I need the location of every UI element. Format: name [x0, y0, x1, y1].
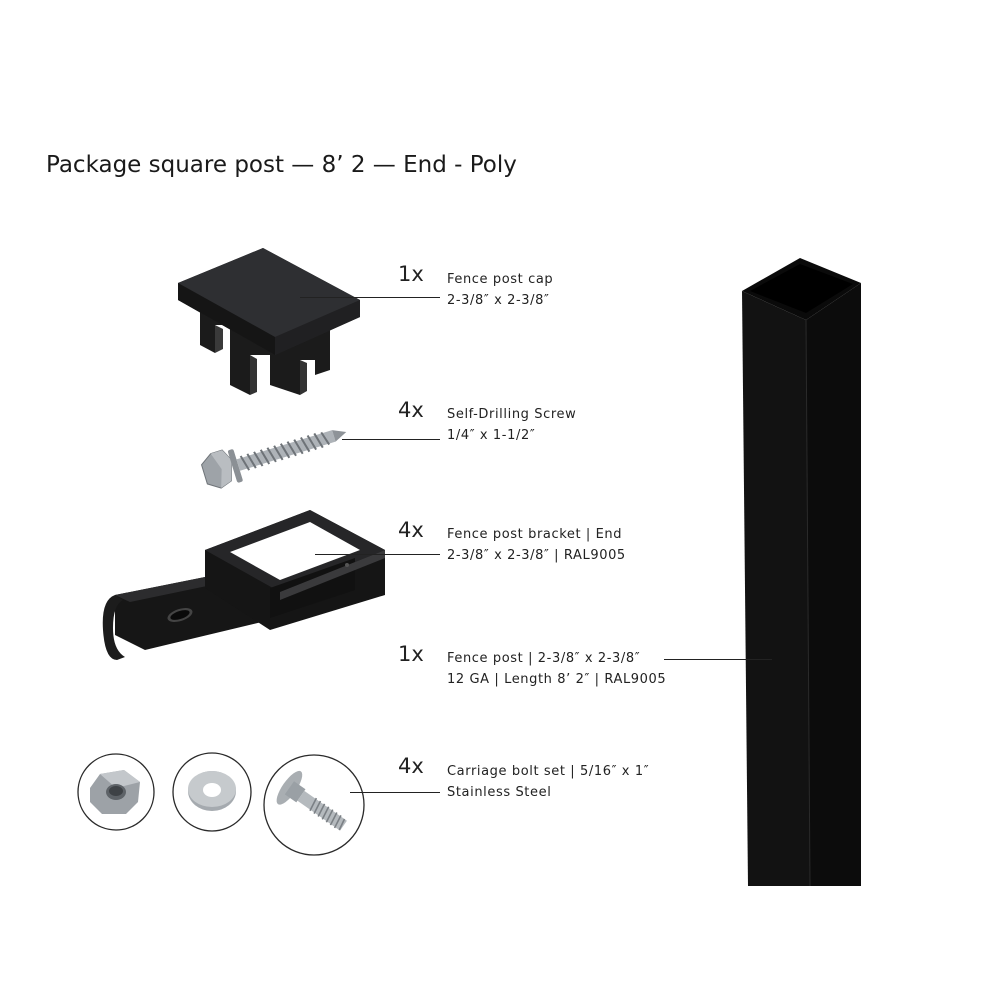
cap-name: Fence post cap — [447, 272, 554, 287]
bracket-name: Fence post bracket | End — [447, 527, 623, 542]
bracket-leader-line — [315, 554, 440, 555]
post-name: Fence post | 2-3/8″ x 2-3/8″ — [447, 651, 641, 666]
carriage-bolt-icon — [263, 754, 365, 856]
bolt-qty: 4x — [398, 754, 424, 778]
post-cap-icon — [178, 248, 360, 395]
screw-leader-line — [342, 439, 440, 440]
nut-icon — [77, 753, 155, 831]
screw-qty: 4x — [398, 398, 424, 422]
bolt-name: Carriage bolt set | 5/16″ x 1″ — [447, 764, 650, 779]
screw-icon — [200, 430, 347, 489]
bolt-spec: Stainless Steel — [447, 785, 552, 800]
cap-qty: 1x — [398, 262, 424, 286]
post-spec: 12 GA | Length 8’ 2″ | RAL9005 — [447, 672, 667, 687]
fence-post-icon — [742, 258, 861, 887]
bracket-icon — [102, 510, 385, 660]
page-title: Package square post — 8’ 2 — End - Poly — [46, 152, 517, 178]
screw-name: Self-Drilling Screw — [447, 407, 577, 422]
bracket-qty: 4x — [398, 518, 424, 542]
washer-icon — [172, 752, 252, 832]
bolt-leader-line — [350, 792, 440, 793]
post-qty: 1x — [398, 642, 424, 666]
screw-spec: 1/4″ x 1-1/2″ — [447, 428, 536, 443]
post-leader-line — [664, 659, 772, 660]
cap-spec: 2-3/8″ x 2-3/8″ — [447, 293, 550, 308]
cap-leader-line — [300, 297, 440, 298]
bracket-spec: 2-3/8″ x 2-3/8″ | RAL9005 — [447, 548, 626, 563]
